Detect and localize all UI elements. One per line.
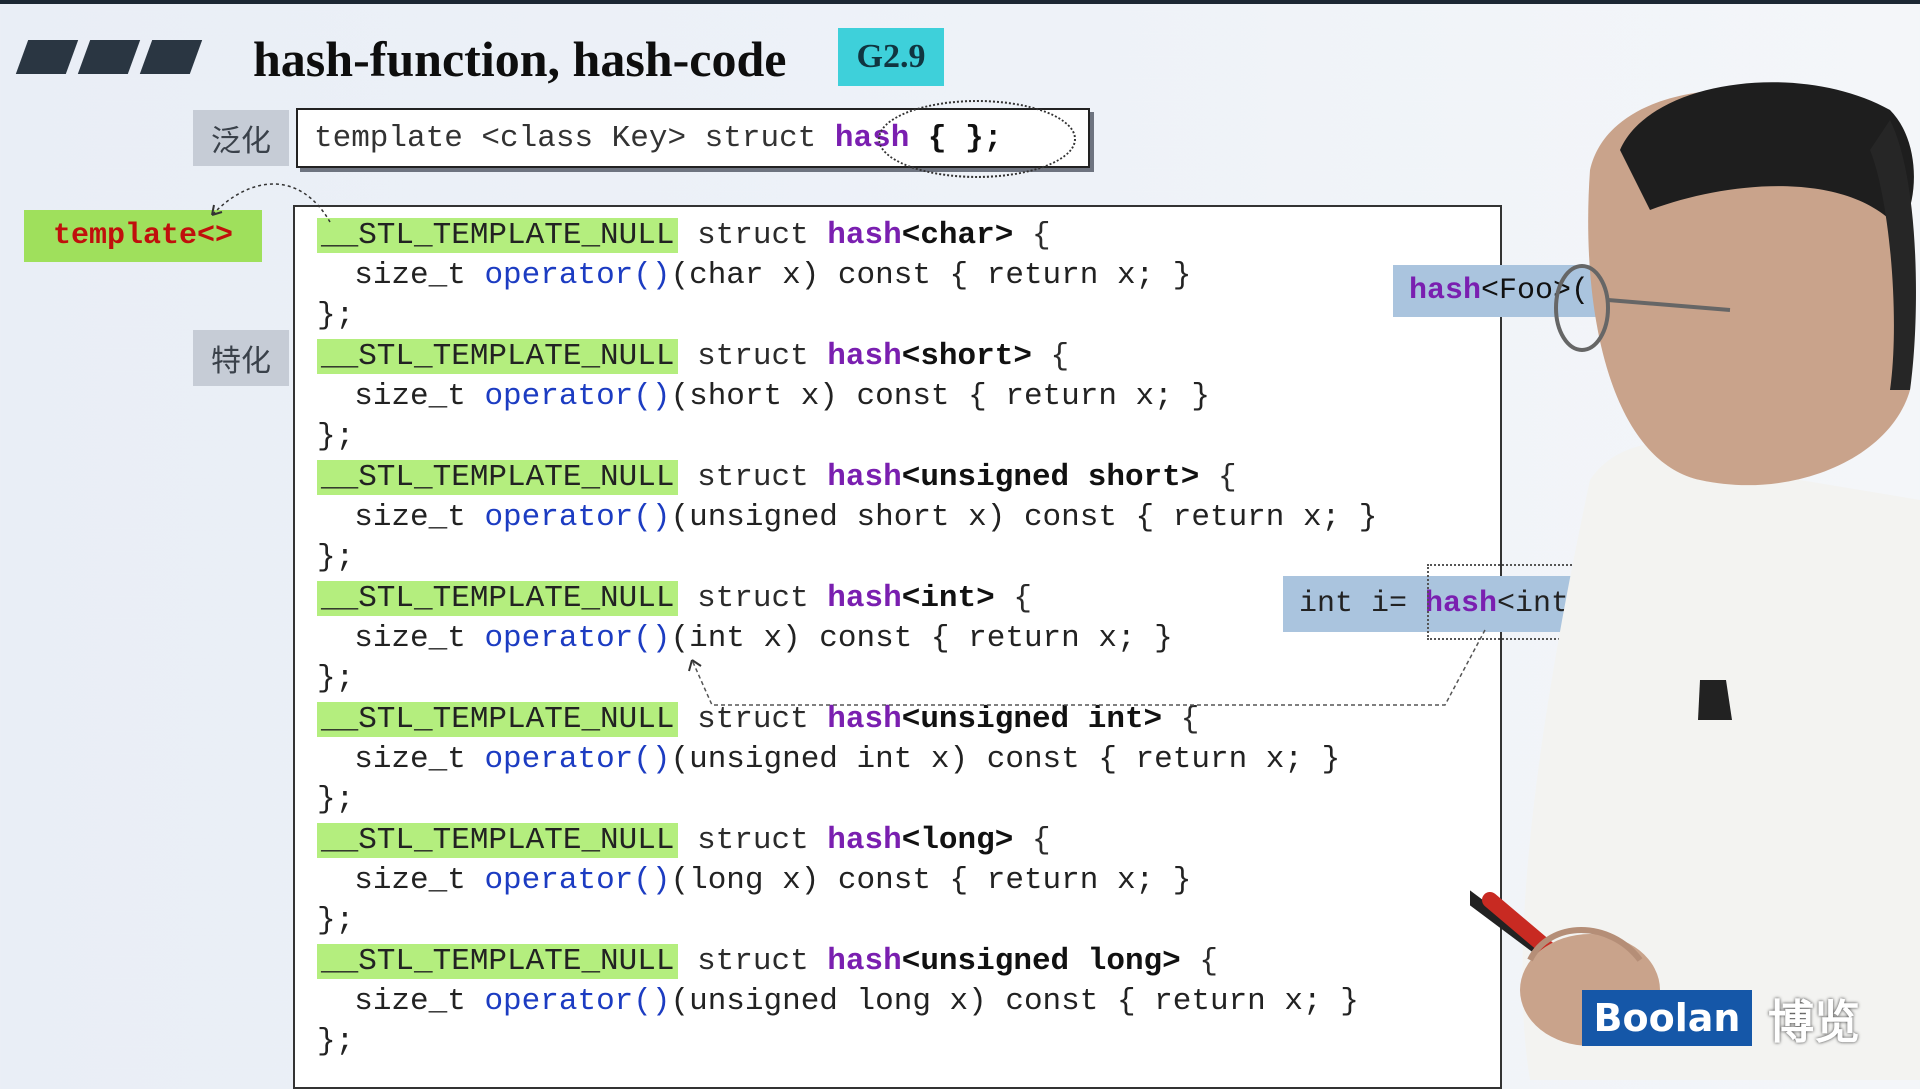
struct-keyword: struct — [678, 339, 828, 374]
macro-highlight: __STL_TEMPLATE_NULL — [317, 581, 679, 616]
return-type: size_t — [354, 863, 485, 898]
generic-template-prefix: template <class Key> struct — [314, 120, 835, 156]
template-arg: <short> — [901, 339, 1032, 374]
open-brace: { — [1162, 702, 1200, 737]
struct-keyword: struct — [678, 581, 828, 616]
return-type: size_t — [354, 742, 485, 777]
macro-highlight: __STL_TEMPLATE_NULL — [317, 823, 679, 858]
hash-name: hash — [827, 702, 902, 737]
return-type: size_t — [354, 984, 485, 1019]
code-line-operator: size_t operator()(unsigned long x) const… — [317, 982, 1359, 1022]
specializations-code-box: __STL_TEMPLATE_NULL struct hash<char> { … — [293, 205, 1502, 1089]
operator-call: operator() — [484, 742, 671, 777]
indent — [317, 742, 354, 777]
code-line-struct-header: __STL_TEMPLATE_NULL struct hash<unsigned… — [317, 700, 1199, 740]
hash-name: hash — [827, 944, 902, 979]
struct-keyword: struct — [678, 218, 828, 253]
int-call-prefix: int i= — [1299, 587, 1426, 621]
open-brace: { — [994, 581, 1032, 616]
operator-call: operator() — [484, 621, 671, 656]
operator-call: operator() — [484, 984, 671, 1019]
code-line-operator: size_t operator()(long x) const { return… — [317, 861, 1191, 901]
generic-label: 泛化 — [193, 110, 289, 166]
operator-body: (unsigned short x) const { return x; } — [670, 500, 1378, 535]
foo-callout-name: hash — [1409, 274, 1482, 308]
hash-name: hash — [827, 581, 902, 616]
indent — [317, 621, 354, 656]
operator-call: operator() — [484, 863, 671, 898]
hash-name: hash — [827, 823, 902, 858]
open-brace: { — [1031, 339, 1070, 374]
macro-highlight: __STL_TEMPLATE_NULL — [317, 339, 679, 374]
open-brace: { — [1199, 460, 1237, 495]
operator-call: operator() — [484, 379, 671, 414]
template-arg: <unsigned short> — [901, 460, 1200, 495]
presenter-figure — [1470, 82, 1920, 1080]
specialized-label: 特化 — [193, 330, 289, 386]
macro-highlight: __STL_TEMPLATE_NULL — [317, 944, 679, 979]
code-line-operator: size_t operator()(short x) const { retur… — [317, 377, 1210, 417]
code-line-close: }; — [317, 661, 355, 696]
slide-title: hash-function, hash-code — [253, 31, 787, 87]
code-line-close: }; — [317, 782, 355, 817]
macro-highlight: __STL_TEMPLATE_NULL — [317, 218, 679, 253]
open-brace: { — [1013, 218, 1051, 253]
boolan-cn-logo: 博览 — [1768, 995, 1860, 1049]
template-arg: <char> — [901, 218, 1014, 253]
return-type: size_t — [354, 379, 485, 414]
hash-highlight-circle — [878, 100, 1076, 178]
code-line-struct-header: __STL_TEMPLATE_NULL struct hash<short> { — [317, 337, 1069, 377]
macro-highlight: __STL_TEMPLATE_NULL — [317, 702, 679, 737]
code-line-struct-header: __STL_TEMPLATE_NULL struct hash<int> { — [317, 579, 1032, 619]
template-empty-label: template<> — [24, 210, 262, 262]
version-badge: G2.9 — [838, 28, 944, 86]
template-arg: <unsigned long> — [901, 944, 1181, 979]
code-line-struct-header: __STL_TEMPLATE_NULL struct hash<unsigned… — [317, 458, 1237, 498]
indent — [317, 500, 354, 535]
return-type: size_t — [354, 621, 485, 656]
operator-body: (short x) const { return x; } — [670, 379, 1210, 414]
int-call-name: hash — [1425, 587, 1498, 621]
code-line-struct-header: __STL_TEMPLATE_NULL struct hash<long> { — [317, 821, 1051, 861]
indent — [317, 984, 354, 1019]
code-line-close: }; — [317, 540, 355, 575]
open-brace: { — [1180, 944, 1218, 979]
top-rule — [0, 0, 1920, 4]
operator-call: operator() — [484, 258, 671, 293]
code-line-close: }; — [317, 903, 355, 938]
code-line-operator: size_t operator()(char x) const { return… — [317, 256, 1191, 296]
code-line-struct-header: __STL_TEMPLATE_NULL struct hash<char> { — [317, 216, 1051, 256]
return-type: size_t — [354, 500, 485, 535]
template-arg: <unsigned int> — [901, 702, 1163, 737]
operator-call: operator() — [484, 500, 671, 535]
open-brace: { — [1013, 823, 1051, 858]
operator-body: (int x) const { return x; } — [670, 621, 1173, 656]
macro-highlight: __STL_TEMPLATE_NULL — [317, 460, 679, 495]
hash-name: hash — [827, 339, 902, 374]
template-arg: <int> — [901, 581, 995, 616]
indent — [317, 258, 354, 293]
struct-keyword: struct — [678, 944, 828, 979]
code-line-operator: size_t operator()(int x) const { return … — [317, 619, 1173, 659]
operator-body: (unsigned long x) const { return x; } — [670, 984, 1359, 1019]
code-line-struct-header: __STL_TEMPLATE_NULL struct hash<unsigned… — [317, 942, 1218, 982]
return-type: size_t — [354, 258, 485, 293]
operator-body: (long x) const { return x; } — [670, 863, 1192, 898]
hash-name: hash — [827, 460, 902, 495]
boolan-logo: Boolan — [1582, 990, 1752, 1046]
code-line-close: }; — [317, 419, 355, 454]
struct-keyword: struct — [678, 823, 828, 858]
operator-body: (char x) const { return x; } — [670, 258, 1192, 293]
code-line-close: }; — [317, 1024, 355, 1059]
indent — [317, 863, 354, 898]
operator-body: (unsigned int x) const { return x; } — [670, 742, 1341, 777]
code-line-operator: size_t operator()(unsigned int x) const … — [317, 740, 1340, 780]
hash-name: hash — [827, 218, 902, 253]
struct-keyword: struct — [678, 702, 828, 737]
code-line-operator: size_t operator()(unsigned short x) cons… — [317, 498, 1377, 538]
struct-keyword: struct — [678, 460, 828, 495]
template-arg: <long> — [901, 823, 1014, 858]
indent — [317, 379, 354, 414]
code-line-close: }; — [317, 298, 355, 333]
